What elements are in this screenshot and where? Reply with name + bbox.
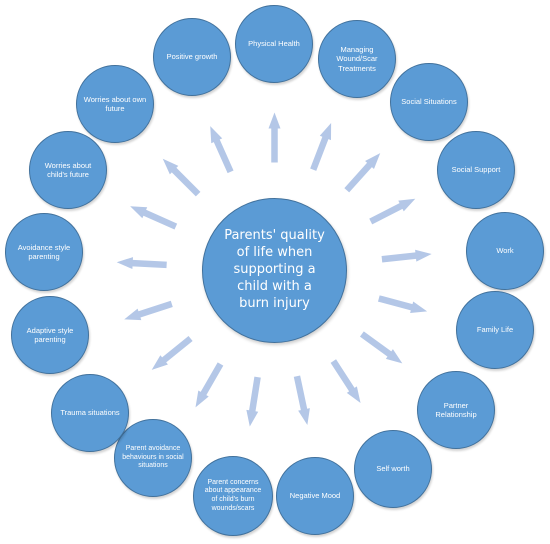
arrow-shape <box>293 375 310 426</box>
node-trauma-situations: Trauma situations <box>51 374 129 452</box>
arrow-parent-concerns <box>246 376 261 427</box>
node-label: Adaptive style parenting <box>26 325 74 344</box>
node-label: Physical Health <box>248 39 300 49</box>
arrow-avoidance-style-parenting <box>116 257 167 270</box>
node-physical-health: Physical Health <box>235 5 313 83</box>
arrow-shape <box>124 300 173 321</box>
node-social-situations: Social Situations <box>390 63 468 141</box>
arrow-shape <box>116 257 167 270</box>
arrow-shape <box>377 295 428 314</box>
arrow-worries-own-future <box>162 158 201 197</box>
node-self-worth: Self worth <box>354 430 432 508</box>
node-label: Managing Wound/Scar Treatments <box>336 44 378 73</box>
arrow-shape <box>246 376 261 427</box>
node-label: Social Situations <box>401 97 457 107</box>
arrow-shape <box>359 331 403 364</box>
node-parent-concerns: Parent concerns about appearance of chil… <box>193 456 273 536</box>
arrow-shape <box>330 359 361 404</box>
arrow-shape <box>369 198 416 225</box>
node-partner-relationship: Partner Relationship <box>417 371 495 449</box>
arrow-shape <box>344 153 381 193</box>
arrow-parent-avoidance <box>195 362 224 408</box>
node-avoidance-style-parenting: Avoidance style parenting <box>5 213 83 291</box>
node-positive-growth: Positive growth <box>153 18 231 96</box>
arrow-social-support <box>369 198 416 225</box>
node-label: Worries about own future <box>83 94 147 113</box>
arrow-work <box>381 249 432 263</box>
arrow-trauma-situations <box>151 335 193 370</box>
arrow-worries-childs-future <box>130 206 178 230</box>
node-label: Avoidance style parenting <box>17 242 71 261</box>
arrow-shape <box>162 158 201 197</box>
arrow-self-worth <box>330 359 361 404</box>
node-label: Partner Relationship <box>435 400 477 419</box>
node-label: Work <box>496 246 514 256</box>
node-worries-own-future: Worries about own future <box>76 65 154 143</box>
arrow-shape <box>310 122 332 171</box>
arrow-positive-growth <box>210 126 234 174</box>
arrow-shape <box>151 335 193 370</box>
arrow-partner-relationship <box>359 331 403 364</box>
node-label: Self worth <box>376 464 410 474</box>
node-parent-avoidance: Parent avoidance behaviours in social si… <box>114 419 192 497</box>
arrow-shape <box>195 362 224 408</box>
node-managing-wound-scar-treatments: Managing Wound/Scar Treatments <box>318 20 396 98</box>
node-label: Parent avoidance behaviours in social si… <box>122 444 184 470</box>
arrow-adaptive-style-parenting <box>124 300 173 321</box>
node-social-support: Social Support <box>437 131 515 209</box>
arrow-negative-mood <box>293 375 310 426</box>
node-label: Negative Mood <box>289 491 341 501</box>
node-negative-mood: Negative Mood <box>276 457 354 535</box>
node-label: Parent concerns about appearance of chil… <box>204 478 262 512</box>
node-worries-childs-future: Worries about child's future <box>29 131 107 209</box>
node-label: Social Support <box>451 165 501 175</box>
arrow-managing-wound-scar-treatments <box>310 122 332 171</box>
center-circle: Parents' quality of life when supporting… <box>202 198 347 343</box>
arrow-physical-health <box>268 112 281 163</box>
node-label: Trauma situations <box>60 408 120 418</box>
node-label: Positive growth <box>166 52 218 62</box>
arrow-shape <box>130 206 178 230</box>
node-label: Worries about child's future <box>44 160 92 179</box>
node-work: Work <box>466 212 544 290</box>
node-adaptive-style-parenting: Adaptive style parenting <box>11 296 89 374</box>
arrow-shape <box>381 249 432 263</box>
arrow-shape <box>268 112 281 163</box>
arrow-shape <box>210 126 234 174</box>
arrow-family-life <box>377 295 428 314</box>
node-label: Family Life <box>476 325 514 335</box>
arrow-social-situations <box>344 153 381 193</box>
node-family-life: Family Life <box>456 291 534 369</box>
center-label: Parents' quality of life when supporting… <box>224 228 325 311</box>
